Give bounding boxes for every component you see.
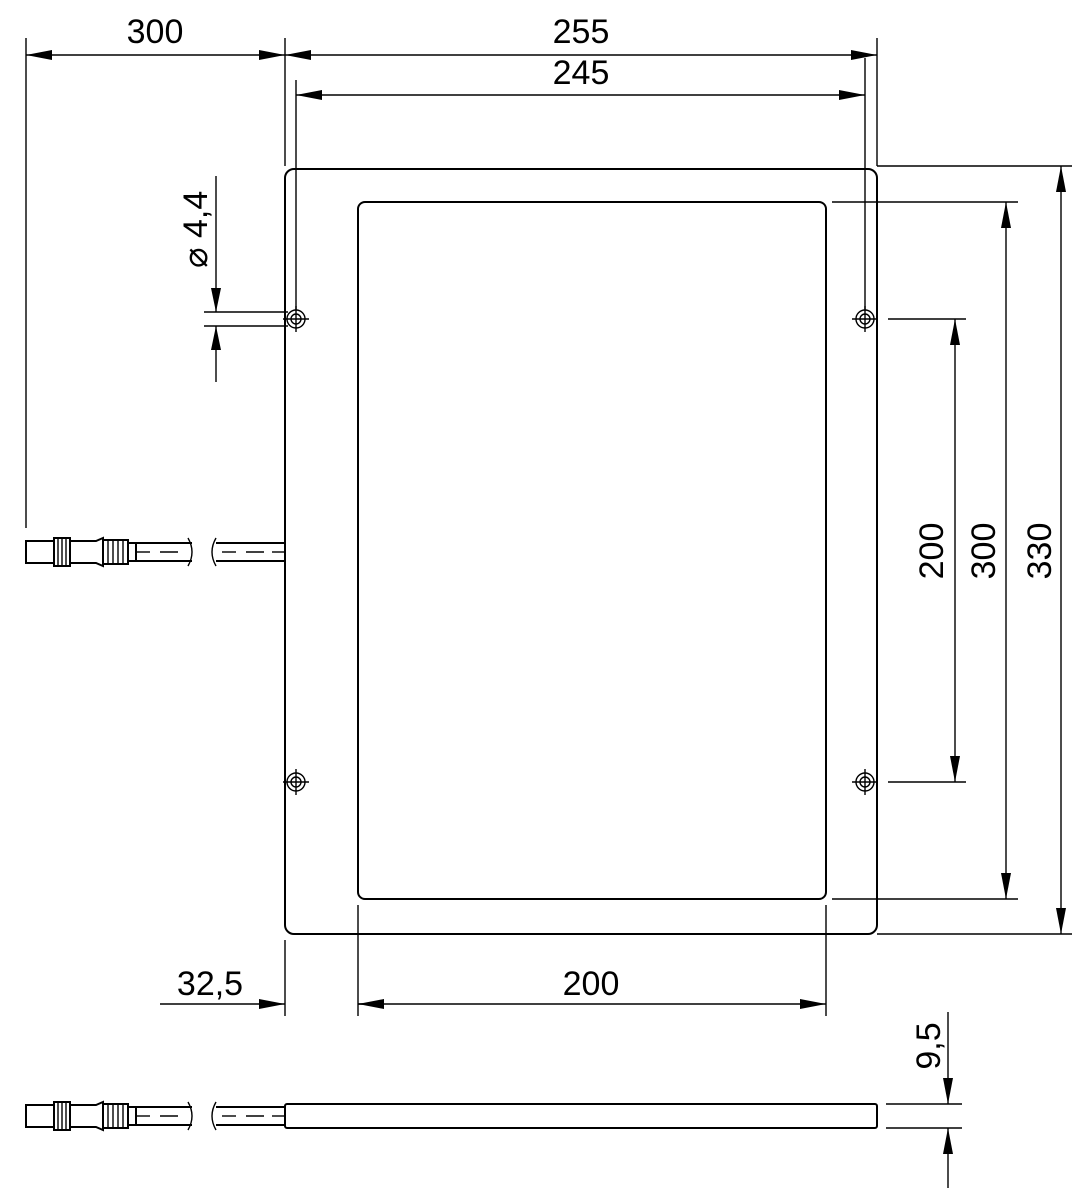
mounting-hole: [852, 769, 878, 795]
panel-side-view: [284, 1103, 878, 1129]
light-window: [357, 201, 827, 900]
dim-hole-spacing-width: 245: [296, 54, 865, 100]
dim-window-offset: 32,5: [160, 965, 384, 1009]
cable-connector-side: [25, 1100, 285, 1132]
dim-label-overall-height: 330: [1021, 523, 1059, 580]
dim-hole-diameter: ⌀ 4,4: [176, 176, 221, 382]
dim-overall-height: 330: [1021, 166, 1066, 934]
dim-label-hole-diameter: 4,4: [177, 191, 215, 238]
dim-label-window-height: 300: [965, 523, 1003, 580]
dim-label-hole-spacing-width: 245: [553, 54, 610, 92]
mounting-hole: [283, 769, 309, 795]
cable-connector-top: [25, 536, 285, 568]
dim-thickness: 9,5: [910, 1012, 953, 1188]
mounting-holes: [283, 306, 878, 795]
panel-outline: [284, 168, 878, 935]
panel-edge: [284, 1103, 878, 1129]
dim-label-window-width: 200: [563, 965, 620, 1003]
dim-window-width: 200: [358, 965, 826, 1009]
dim-label-hole-spacing-height: 200: [913, 523, 951, 580]
extension-lines: [25, 38, 1072, 1129]
dim-label-thickness: 9,5: [910, 1022, 948, 1069]
dim-label-cable-length: 300: [127, 13, 184, 51]
dim-overall-width: 255: [285, 13, 877, 60]
panel-top-view: [284, 168, 878, 935]
dim-label-window-offset: 32,5: [177, 965, 243, 1003]
dim-hole-spacing-height: 200: [913, 319, 960, 782]
dim-window-height: 300: [965, 202, 1011, 899]
dim-cable-length: 300: [26, 13, 285, 60]
dim-label-overall-width: 255: [553, 13, 610, 51]
diameter-symbol: ⌀: [176, 248, 216, 268]
